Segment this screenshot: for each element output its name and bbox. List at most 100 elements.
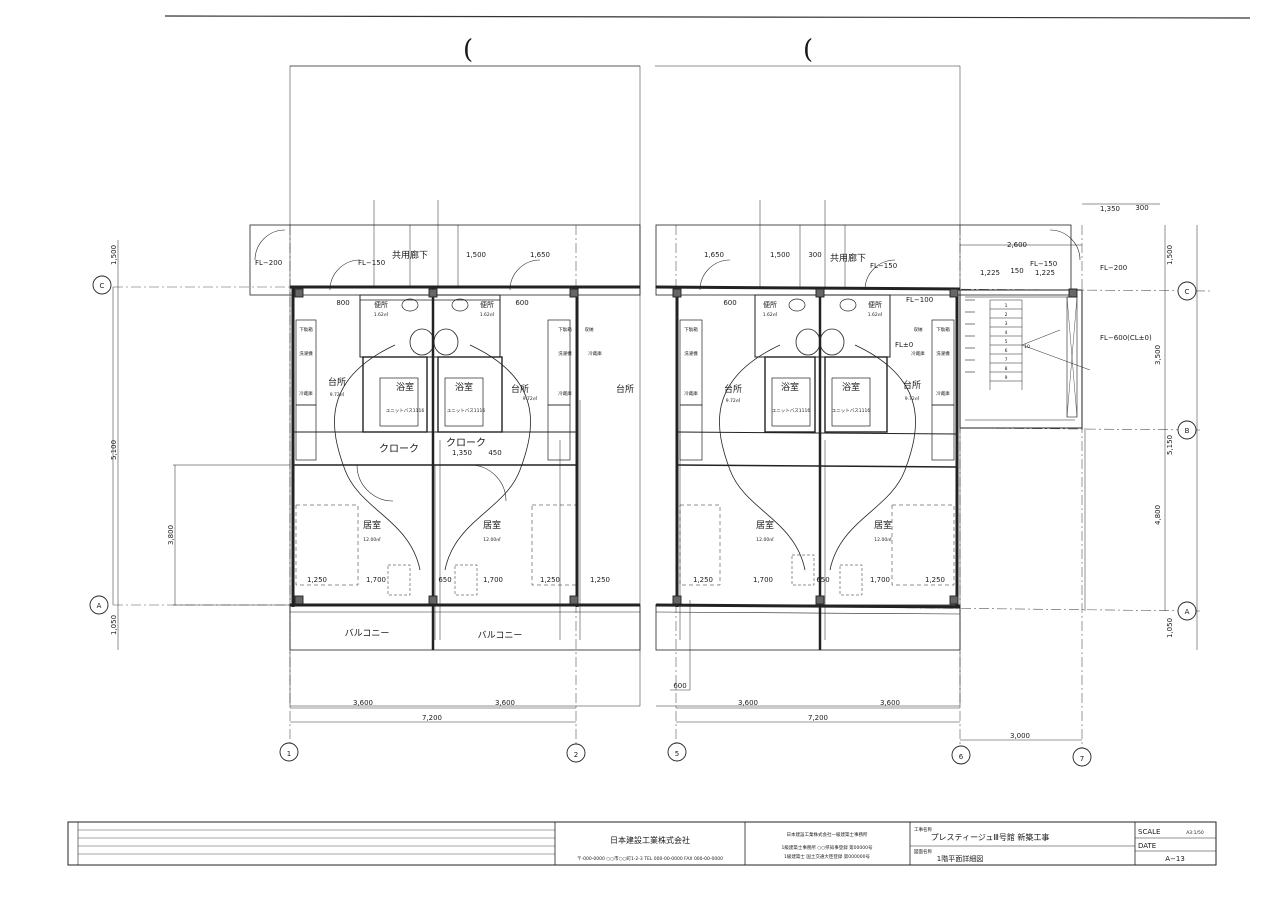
label-area-kitchen-1: 9.72㎡ — [330, 391, 345, 398]
label-corridor-left: 共用廊下 — [392, 249, 428, 261]
grid-label-row-a-right: A — [1185, 608, 1190, 616]
label-refrig-2: 冷蔵庫 — [558, 390, 572, 397]
dim-650-a: 650 — [438, 576, 451, 584]
level-fl-m150-right: FL−150 — [870, 262, 897, 270]
dim-150: 150 — [1010, 267, 1023, 275]
dim-bay-2: 3,600 — [495, 699, 515, 707]
label-cloak-1: クローク — [379, 443, 419, 455]
dim-bay-3: 3,600 — [738, 699, 758, 707]
label-washer-4: 洗濯機 — [936, 350, 950, 357]
dim-1225-b: 1,225 — [1035, 269, 1055, 277]
grid-label-col-7: 7 — [1080, 755, 1084, 763]
label-area-living-2: 12.00㎡ — [483, 536, 501, 543]
dim-5150-v: 5,150 — [1166, 435, 1174, 455]
dim-1350-top: 1,350 — [1100, 205, 1120, 213]
label-unitbath-2: ユニットバス1116 — [447, 408, 486, 414]
top-border-line — [164, 15, 1251, 19]
label-washer-2: 洗濯機 — [558, 350, 572, 357]
dim-4800-v: 4,800 — [1154, 505, 1162, 525]
dim-1250-a: 1,250 — [307, 576, 327, 584]
dim-600-r: 600 — [723, 299, 736, 307]
title-block-text: 日本建設工業株式会社 〒-000-0000 ○○市○○町1-2-3 TEL 00… — [577, 826, 1204, 863]
label-living-2: 居室 — [483, 519, 501, 531]
dim-1500-v-left: 1,500 — [110, 245, 118, 265]
label-fridge2-1: 冷蔵庫 — [588, 350, 602, 357]
label-balcony-1: バルコニー — [345, 628, 390, 639]
stair-step-4: 4 — [1005, 330, 1008, 336]
level-notes: FL−200 FL−150 FL−150 FL−150 FL−200 FL−10… — [255, 259, 1152, 349]
tb-office-l2: 1級建築士 国土交通大臣登録 第000000号 — [784, 853, 870, 860]
bottom-dimension-lines — [290, 689, 1082, 741]
stair-step-5: 5 — [1005, 339, 1008, 345]
label-unitbath-1: ユニットバス1116 — [386, 408, 425, 414]
label-living-3: 居室 — [756, 519, 774, 531]
dim-650-b: 650 — [816, 576, 829, 584]
label-shoe-4: 下駄箱 — [936, 326, 950, 333]
level-fl-stair: FL−600(CL±0) — [1100, 334, 1152, 342]
label-shoe-1: 下駄箱 — [299, 326, 313, 333]
tb-scale-label: SCALE — [1138, 828, 1160, 836]
stair-step-3: 3 — [1005, 321, 1008, 327]
level-fl-m100: FL−100 — [906, 296, 933, 304]
dim-bay-4: 3,600 — [880, 699, 900, 707]
left-plan — [112, 65, 641, 707]
dim-450: 450 — [488, 449, 501, 457]
dimension-texts: 3,600 3,600 7,200 3,600 3,600 7,200 3,00… — [110, 204, 1174, 740]
label-living-1: 居室 — [363, 519, 381, 531]
label-bath-3: 浴室 — [781, 381, 799, 393]
dim-1225-a: 1,225 — [980, 269, 1000, 277]
tb-date-label: DATE — [1138, 842, 1156, 850]
grid-label-row-b-right: B — [1185, 427, 1190, 435]
dim-5100-v: 5,100 — [110, 440, 118, 460]
label-kitchen-1: 台所 — [328, 376, 346, 388]
level-fl-m150-right-2: FL−150 — [1030, 260, 1057, 268]
stair-step-9: 9 — [1005, 375, 1008, 381]
label-kitchen-4: 台所 — [724, 383, 742, 395]
label-area-toilet-1: 1.62㎡ — [374, 311, 389, 318]
tb-office: 日本建設工業株式会社一級建築士事務所 — [787, 831, 868, 838]
dim-3800-v: 3,800 — [167, 525, 175, 545]
label-shoe-3: 下駄箱 — [684, 326, 698, 333]
tb-project: プレスティージュⅢ号館 新築工事 — [931, 832, 1050, 842]
dim-1650-l: 1,650 — [530, 251, 550, 259]
label-unitbath-4: ユニットバス1116 — [832, 408, 871, 414]
label-washer-1: 洗濯機 — [299, 350, 313, 357]
dim-1250-b: 1,250 — [540, 576, 560, 584]
label-cloak-2: クローク — [446, 437, 486, 449]
dim-1250-d: 1,250 — [693, 576, 713, 584]
label-storage-1: 収納 — [585, 326, 594, 333]
dim-right-bay: 3,000 — [1010, 732, 1030, 740]
dim-3500-v: 3,500 — [1154, 345, 1162, 365]
tb-drawing: 1階平面詳細図 — [937, 854, 983, 863]
dim-1700-b: 1,700 — [483, 576, 503, 584]
dim-600-l: 600 — [515, 299, 528, 307]
stair-step-2: 2 — [1005, 312, 1008, 318]
label-fridge2-2: 冷蔵庫 — [911, 350, 925, 357]
label-living-4: 居室 — [874, 519, 892, 531]
label-kitchen-5: 台所 — [903, 379, 921, 391]
label-area-kitchen-2: 9.72㎡ — [523, 395, 538, 402]
dim-span-left: 7,200 — [422, 714, 442, 722]
tb-company: 日本建設工業株式会社 — [610, 835, 690, 845]
level-fl-m200-left: FL−200 — [255, 259, 282, 267]
label-washer-3: 洗濯機 — [684, 350, 698, 357]
level-fl-m150-left: FL−150 — [358, 259, 385, 267]
dim-1250-e: 1,250 — [925, 576, 945, 584]
label-bath-4: 浴室 — [842, 381, 860, 393]
label-area-toilet-4: 1.62㎡ — [868, 311, 883, 318]
grid-label-row-a-left: A — [97, 602, 102, 610]
dim-1500-l1: 1,500 — [466, 251, 486, 259]
grid-lines — [113, 225, 1211, 755]
stair-step-7: 7 — [1005, 357, 1008, 363]
label-storage-2: 収納 — [914, 326, 923, 333]
dim-1250-c: 1,250 — [590, 576, 610, 584]
tb-scale: A3:1/50 — [1186, 830, 1204, 836]
stair-step-numbers: 1 2 3 4 5 6 7 8 9 10 — [1005, 303, 1030, 381]
dim-1050-v-right: 1,050 — [1166, 618, 1174, 638]
right-plan — [655, 65, 1198, 707]
label-kitchen-3: 台所 — [616, 383, 634, 395]
label-refrig-4: 冷蔵庫 — [936, 390, 950, 397]
label-area-toilet-3: 1.62㎡ — [763, 311, 778, 318]
label-area-kitchen-3: 9.72㎡ — [726, 397, 741, 404]
dim-1500-v-right: 1,500 — [1166, 245, 1174, 265]
